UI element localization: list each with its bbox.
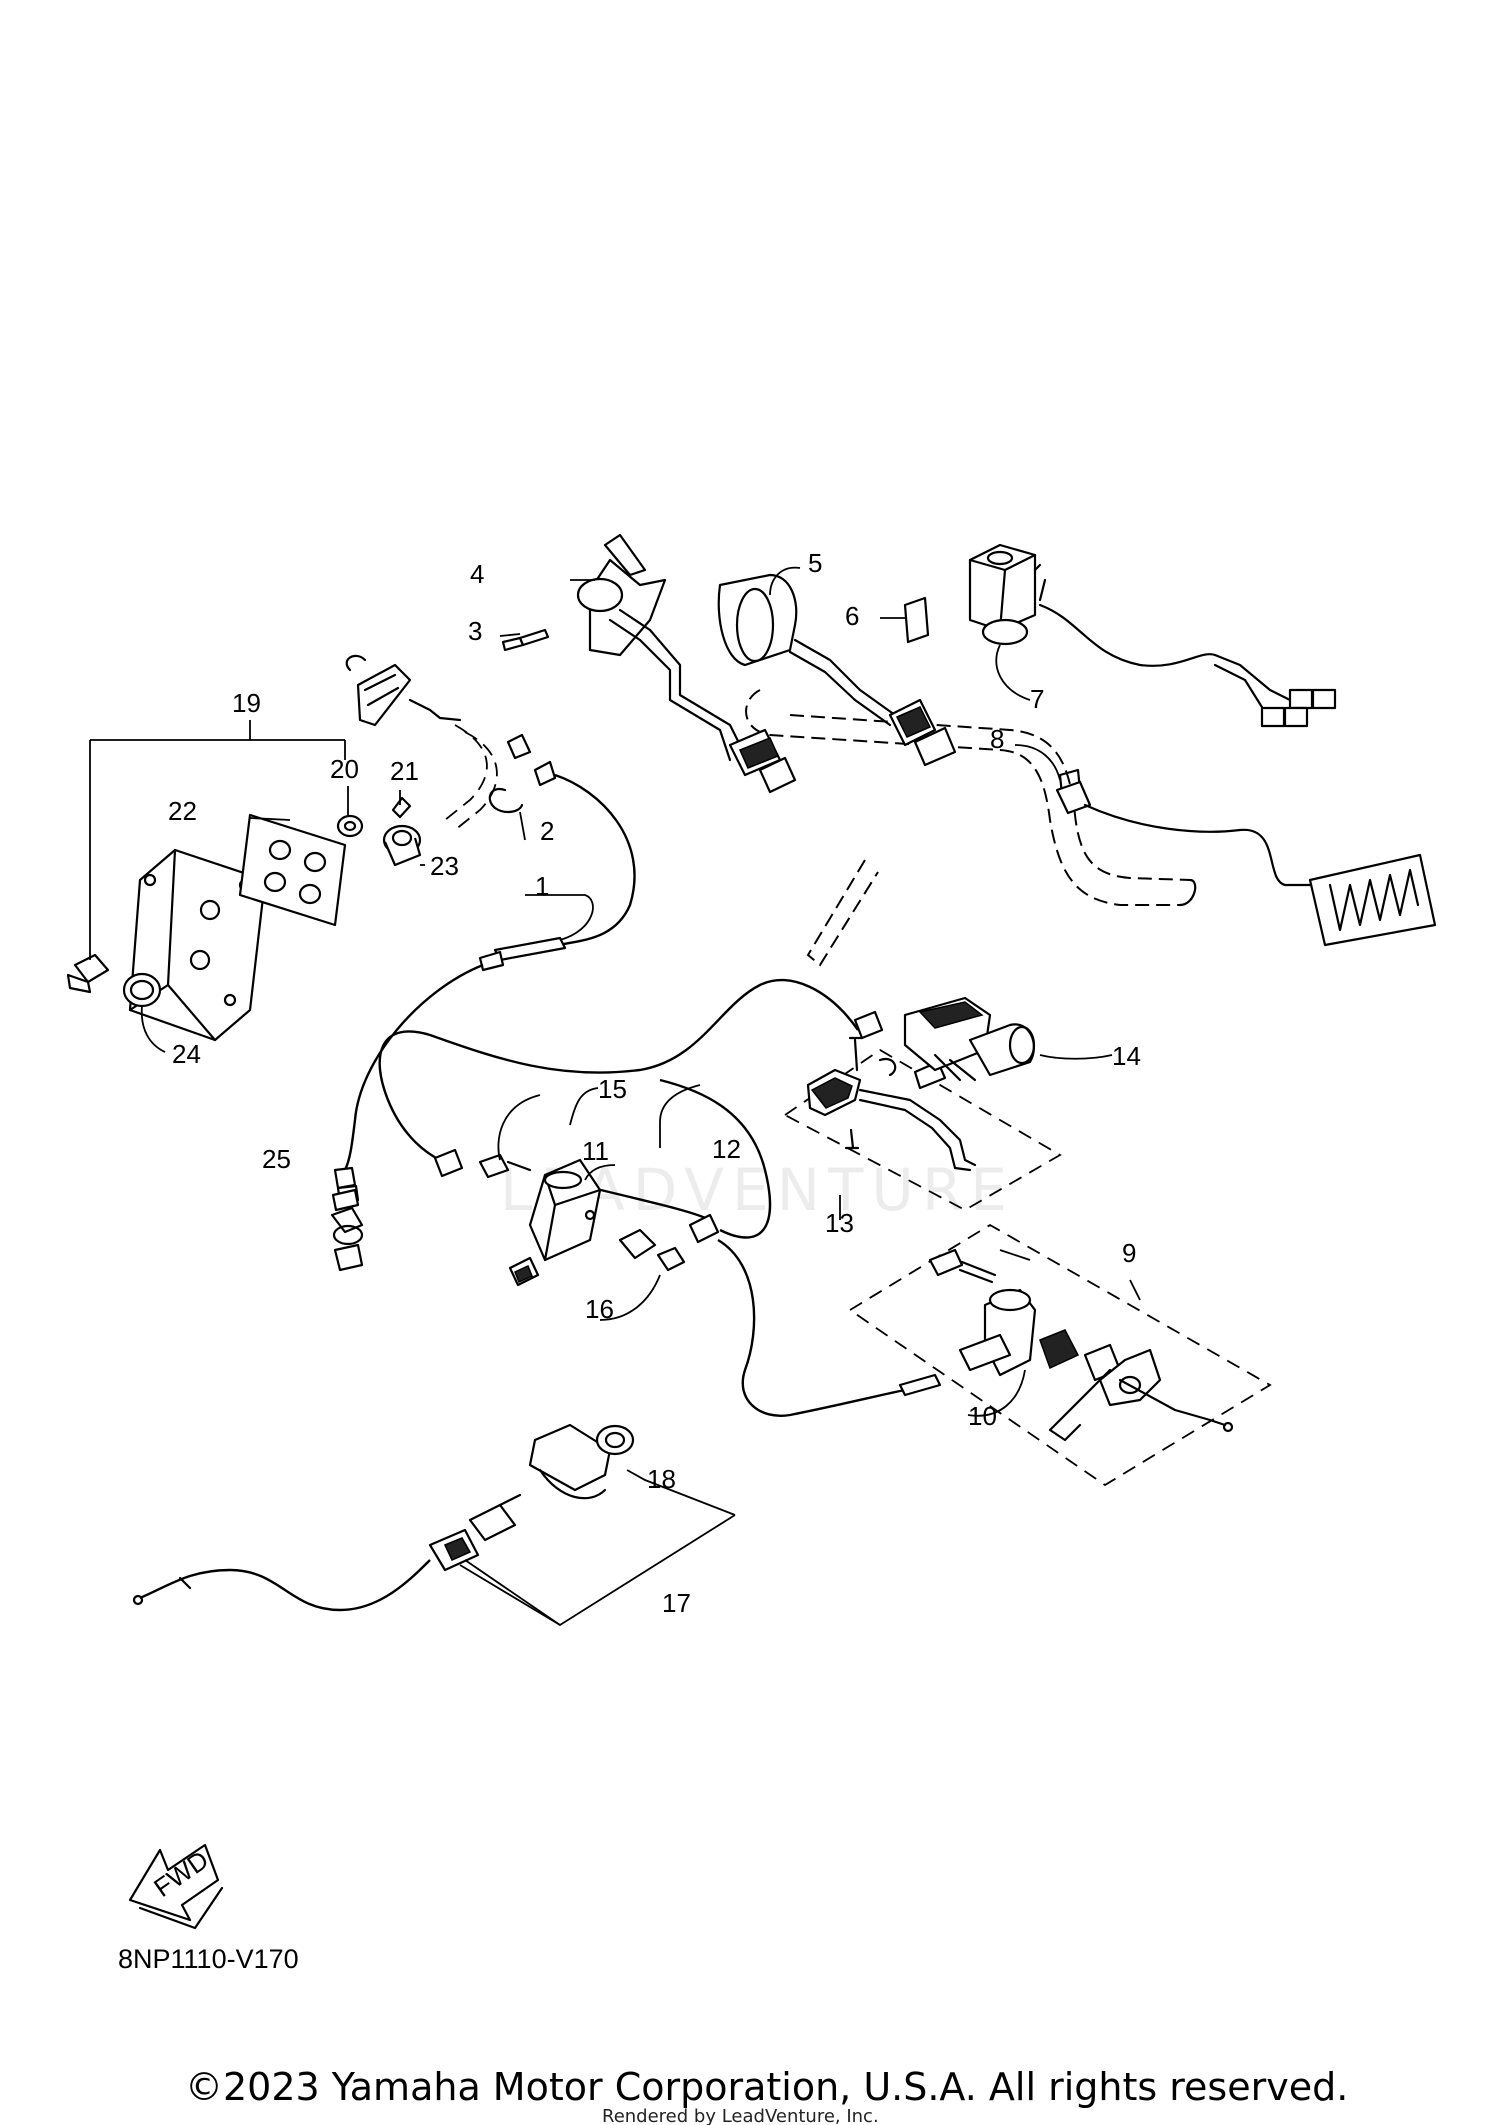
nut-18	[595, 1424, 635, 1456]
callout-24: 24	[172, 1039, 201, 1069]
callout-1: 1	[535, 871, 549, 901]
callout-15: 15	[598, 1074, 627, 1104]
callout-21: 21	[390, 756, 419, 786]
callout-17: 17	[662, 1588, 691, 1618]
heater-controller-7	[968, 543, 1337, 728]
copyright-text: ©2023 Yamaha Motor Corporation, U.S.A. A…	[185, 2065, 1348, 2109]
callout-2: 2	[540, 816, 554, 846]
callout-25: 25	[262, 1144, 291, 1174]
clip-2	[488, 787, 524, 814]
cable-17	[132, 1493, 522, 1612]
callout-5: 5	[808, 548, 822, 578]
callout-7: 7	[1030, 684, 1044, 714]
callout-12: 12	[712, 1134, 741, 1164]
callout-23: 23	[430, 851, 459, 881]
leader-lines	[89, 566, 1141, 1627]
handlebar-outline	[745, 689, 1197, 967]
nut-20	[336, 814, 364, 838]
starter-knob	[345, 654, 498, 831]
callout-14: 14	[1112, 1041, 1141, 1071]
fwd-arrow-icon: FWD	[128, 1843, 224, 1930]
callout-13: 13	[825, 1208, 854, 1238]
plug-19a	[66, 953, 110, 994]
grip-5	[717, 573, 897, 727]
callout-22: 22	[168, 796, 197, 826]
callout-9: 9	[1122, 1238, 1136, 1268]
screw-3	[501, 628, 550, 652]
label-6	[903, 596, 930, 644]
rendered-by-text: Rendered by LeadVenture, Inc.	[602, 2106, 879, 2125]
callout-16: 16	[585, 1294, 614, 1324]
nut-16	[618, 1228, 686, 1272]
callout-18: 18	[647, 1464, 676, 1494]
callout-6: 6	[845, 601, 859, 631]
switch-housing-right	[576, 533, 747, 762]
connector-lower	[728, 728, 797, 794]
switch-box-19	[128, 848, 267, 1042]
switch-11	[508, 1158, 602, 1287]
pin-21	[391, 796, 412, 819]
housing-14	[903, 996, 1036, 1082]
lever-group-13	[783, 1036, 1062, 1212]
bushing-23	[382, 824, 422, 867]
callout-8: 8	[990, 724, 1004, 754]
callout-3: 3	[468, 616, 482, 646]
callout-20: 20	[330, 754, 359, 784]
callout-4: 4	[470, 559, 484, 589]
gasket-22	[238, 813, 347, 927]
fitting-25	[330, 1188, 364, 1272]
screw-15	[478, 1153, 532, 1179]
o-ring-24	[122, 972, 162, 1008]
heater-element-8	[1055, 768, 1437, 947]
diagram-code: 8NP1110-V170	[118, 1944, 299, 1974]
callout-10: 10	[968, 1401, 997, 1431]
connector-upper	[888, 698, 957, 767]
callout-11: 11	[582, 1136, 609, 1166]
callout-19: 19	[232, 688, 261, 718]
callouts: 1 2 3 4 5 6 7 8 9 10 11 12 13 14 15 16 1…	[168, 548, 1141, 1618]
lever-group-9	[848, 1223, 1272, 1487]
bracket-17a	[528, 1423, 612, 1500]
